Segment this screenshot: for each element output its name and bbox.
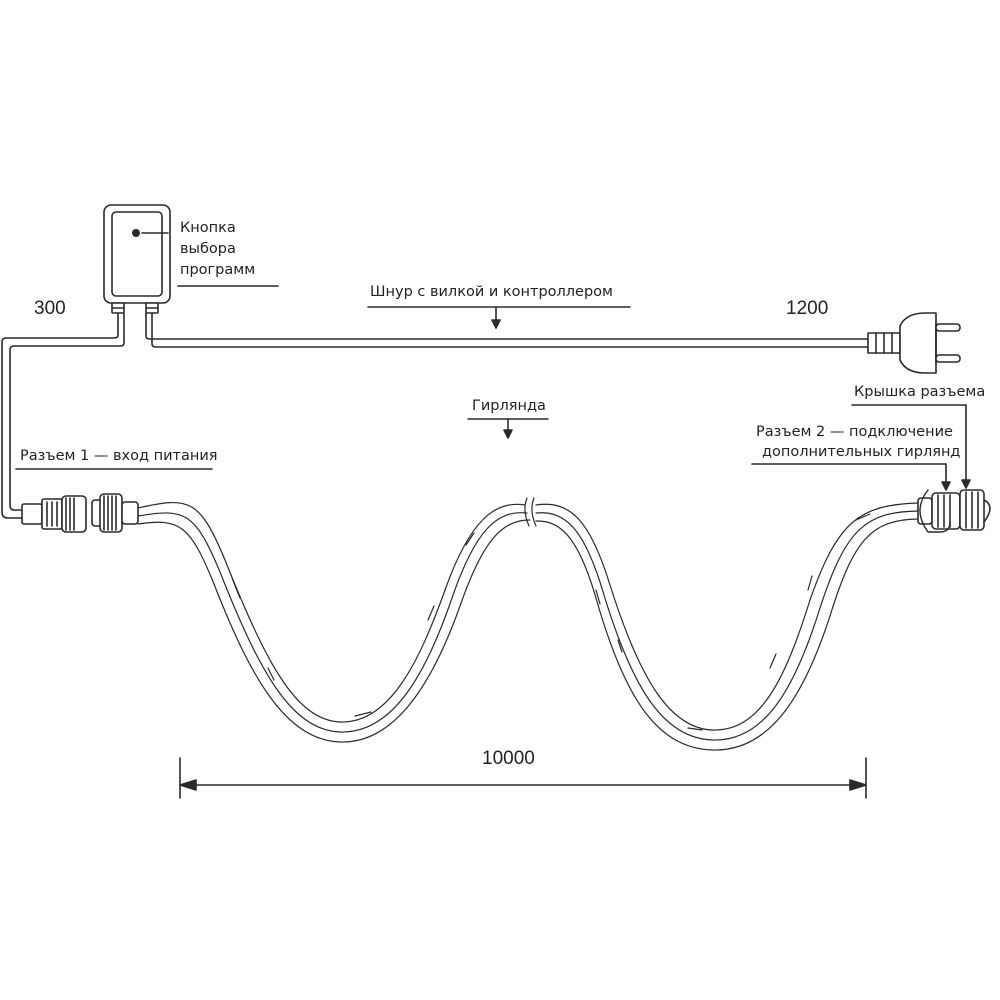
connector-2-label-line-2: дополнительных гирлянд <box>762 444 961 460</box>
cap-label: Крышка разъема <box>854 384 986 400</box>
power-cord <box>145 312 869 348</box>
cord-label: Шнур с вилкой и контроллером <box>370 284 613 300</box>
length-dimension-line <box>179 757 867 799</box>
connector-1-male-icon <box>91 493 139 533</box>
power-plug-icon <box>867 312 961 374</box>
button-label: Кнопка выбора программ <box>180 220 256 278</box>
left-lead-dimension: 300 <box>34 298 66 319</box>
connector-cap-icon <box>919 489 951 533</box>
garland-length-dimension: 10000 <box>482 748 535 769</box>
left-lead-wire <box>1 312 125 519</box>
power-cord-dimension: 1200 <box>786 298 829 319</box>
garland-strand <box>137 497 919 751</box>
cord-pointer-arrow <box>367 306 631 329</box>
connector-2-pointer-arrow <box>751 463 951 491</box>
program-button-icon[interactable] <box>132 229 140 237</box>
cap-pointer-arrow <box>851 404 971 489</box>
connector-2-label-line-1: Разъем 2 — подключение <box>756 424 953 440</box>
controller-box <box>103 204 171 314</box>
connector-1-label: Разъем 1 — вход питания <box>20 448 218 464</box>
garland-pointer-arrow <box>467 418 549 439</box>
connector-1-icon <box>21 495 87 533</box>
garland-label: Гирлянда <box>472 398 546 414</box>
connector-2-icon <box>917 489 991 531</box>
